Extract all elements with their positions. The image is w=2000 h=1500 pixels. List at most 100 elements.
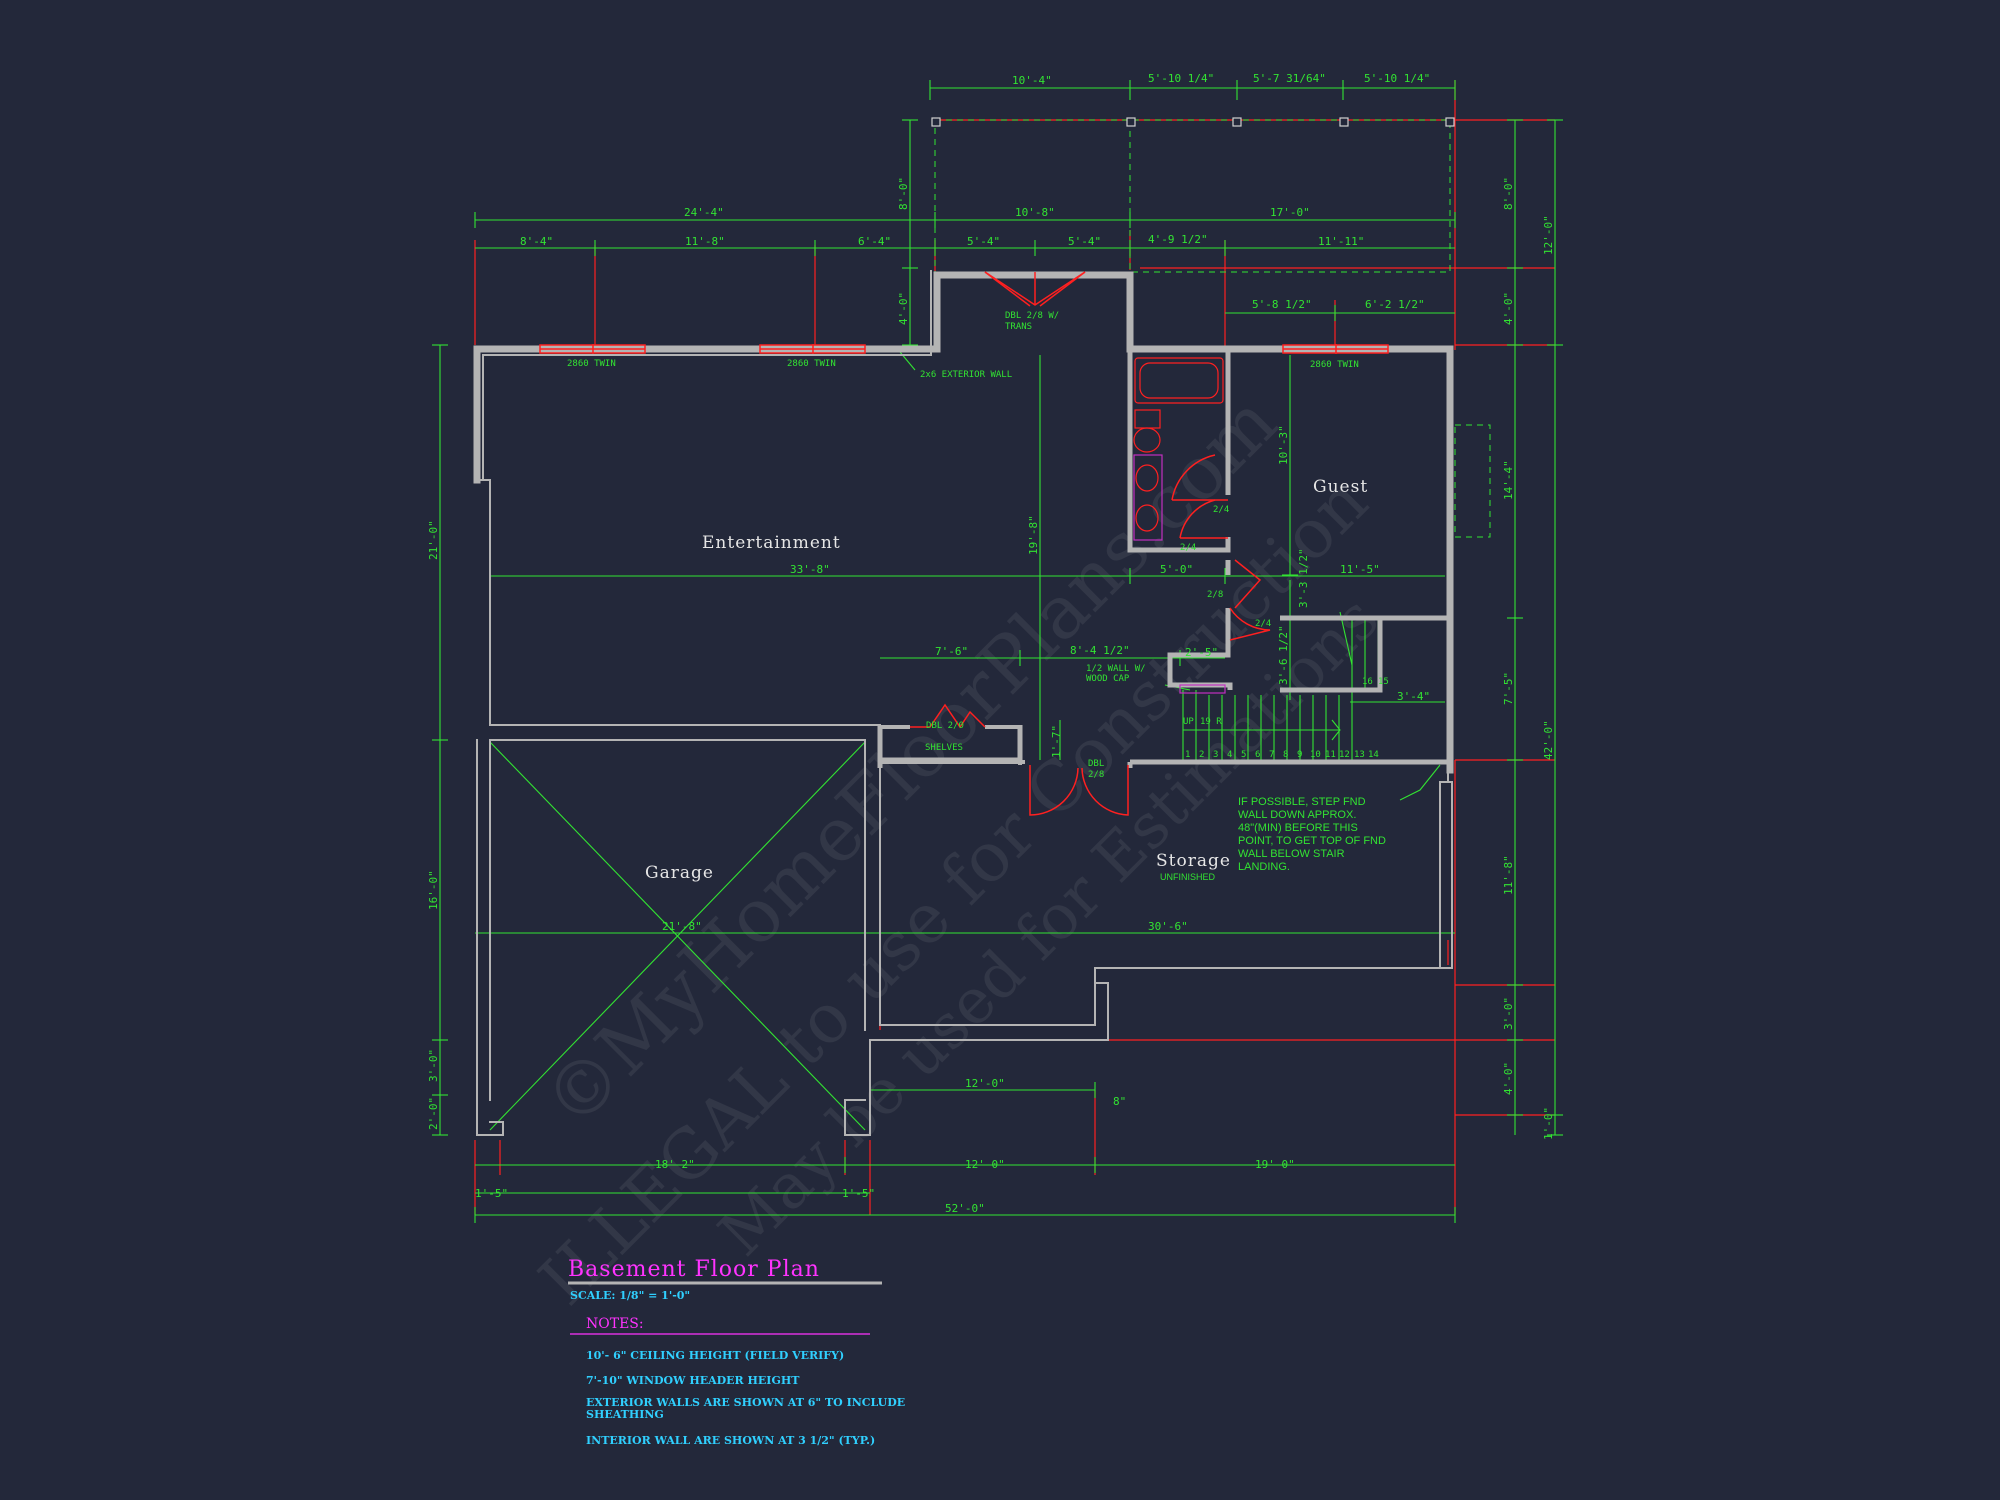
door-label-dbl-line2: 2/8 bbox=[1088, 770, 1104, 780]
dim-label: 4'-0" bbox=[1502, 1062, 1515, 1095]
note-item: 7'-10" WINDOW HEADER HEIGHT bbox=[586, 1374, 800, 1387]
room-label-garage: Garage bbox=[645, 863, 714, 883]
stair-numbers: 1 2 3 4 5 6 7 8 9 10 11 12 13 14 bbox=[1185, 750, 1379, 760]
dim-label: 19'-0" bbox=[1255, 1158, 1295, 1171]
plan-title: Basement Floor Plan bbox=[568, 1257, 820, 1282]
stair-up-label: UP bbox=[1183, 717, 1194, 727]
vanity bbox=[1133, 454, 1226, 694]
note-item: EXTERIOR WALLS ARE SHOWN AT 6" TO INCLUD… bbox=[586, 1396, 905, 1409]
dim-label: 11'-8" bbox=[685, 235, 725, 248]
stair-number: 13 bbox=[1354, 750, 1365, 760]
stair-number: 10 bbox=[1310, 750, 1321, 760]
dim-label: 5'-7 31/64" bbox=[1253, 72, 1326, 85]
plan-scale: SCALE: 1/8" = 1'-0" bbox=[570, 1289, 690, 1302]
note-line: LANDING. bbox=[1238, 861, 1290, 873]
door-label-24a: 2/4 bbox=[1213, 505, 1229, 515]
note-item: SHEATHING bbox=[586, 1408, 664, 1421]
watermark: ©MyHomeFloorPlans.com ILLEGAL to use for… bbox=[525, 379, 1393, 1321]
stair-number: 7 bbox=[1269, 750, 1274, 760]
door-label-dbl-line1: DBL bbox=[1088, 759, 1104, 769]
watermark-line-2: ILLEGAL to use for Construction bbox=[525, 462, 1383, 1320]
dim-label: 8'-0" bbox=[897, 177, 910, 210]
door-label-dbl-28-line2: TRANS bbox=[1005, 322, 1032, 332]
dim-label: 6'-2 1/2" bbox=[1365, 298, 1425, 311]
bathroom-fixtures bbox=[1133, 357, 1224, 532]
dim-label: 4'-0" bbox=[897, 292, 910, 325]
dim-label: 12'-0" bbox=[1542, 215, 1555, 255]
window-label-left: 2860 TWIN bbox=[567, 359, 616, 369]
room-label-entertainment: Entertainment bbox=[702, 533, 841, 553]
dim-label: 8" bbox=[1113, 1095, 1126, 1108]
dim-label: 11'-11" bbox=[1318, 235, 1364, 248]
dim-label: 12'-0" bbox=[965, 1077, 1005, 1090]
stair-number: 5 bbox=[1241, 750, 1246, 760]
dim-label: 7'-6" bbox=[935, 645, 968, 658]
storage-sublabel: UNFINISHED bbox=[1160, 872, 1216, 882]
dim-label: 8'-4" bbox=[520, 235, 553, 248]
dim-label: 7'-5" bbox=[1502, 672, 1515, 705]
dim-label: 21'-8" bbox=[662, 920, 702, 933]
room-label-guest: Guest bbox=[1313, 477, 1368, 497]
dim-label: 17'-0" bbox=[1270, 206, 1310, 219]
dim-label: 5'-10 1/4" bbox=[1364, 72, 1430, 85]
dim-label: 10'-3" bbox=[1277, 425, 1290, 465]
dim-label: 12'-0" bbox=[965, 1158, 1005, 1171]
exterior-wall-label: 2x6 EXTERIOR WALL bbox=[920, 370, 1012, 380]
note-item: INTERIOR WALL ARE SHOWN AT 3 1/2" (TYP.) bbox=[586, 1434, 875, 1447]
dim-label: 6'-4" bbox=[858, 235, 891, 248]
dim-label: 11'-5" bbox=[1340, 563, 1380, 576]
dim-label: 5'-10 1/4" bbox=[1148, 72, 1214, 85]
dim-label: 18'-2" bbox=[655, 1158, 695, 1171]
dim-label: 3'-3 1/2" bbox=[1297, 548, 1310, 608]
dim-label: 5'-4" bbox=[1068, 235, 1101, 248]
dim-label: 3'-4" bbox=[1397, 690, 1430, 703]
stair-number: 4 bbox=[1227, 750, 1232, 760]
note-line: WALL BELOW STAIR bbox=[1238, 848, 1345, 860]
door-label-24b: 2/4 bbox=[1180, 543, 1196, 553]
dim-label: 1'-7" bbox=[1050, 725, 1063, 758]
dim-label: 2'-0" bbox=[427, 1097, 440, 1130]
dim-label: 52'-0" bbox=[945, 1202, 985, 1215]
dim-label: 4'-9 1/2" bbox=[1148, 233, 1208, 246]
dim-label: 4'-0" bbox=[1502, 292, 1515, 325]
stair-risers-label: 19 R bbox=[1200, 717, 1222, 727]
notes-heading: NOTES: bbox=[586, 1316, 644, 1332]
stair-number-15: 15 bbox=[1378, 677, 1389, 687]
window-label-right: 2860 TWIN bbox=[1310, 360, 1359, 370]
dim-label: 33'-8" bbox=[790, 563, 830, 576]
dim-label: 42'-0" bbox=[1542, 720, 1555, 760]
stair-number: 6 bbox=[1255, 750, 1260, 760]
dim-label: 1'-0" bbox=[1542, 1107, 1555, 1140]
title-block: Basement Floor Plan SCALE: 1/8" = 1'-0" … bbox=[568, 1257, 905, 1447]
stair-number: 8 bbox=[1283, 750, 1288, 760]
dim-label: 8'-0" bbox=[1502, 177, 1515, 210]
stair-number: 12 bbox=[1339, 750, 1350, 760]
stair-number: 9 bbox=[1297, 750, 1302, 760]
stair-number: 1 bbox=[1185, 750, 1190, 760]
stair-number: 3 bbox=[1213, 750, 1218, 760]
windows bbox=[539, 344, 1389, 354]
door-label-dbl-20: DBL 2/0 bbox=[926, 721, 964, 731]
door-label-dbl-28-line1: DBL 2/8 W/ bbox=[1005, 311, 1059, 321]
dim-label: 21'-0" bbox=[427, 520, 440, 560]
note-item: 10'- 6" CEILING HEIGHT (FIELD VERIFY) bbox=[586, 1349, 844, 1362]
half-wall-label-line2: WOOD CAP bbox=[1086, 674, 1130, 684]
dim-label: 30'-6" bbox=[1148, 920, 1188, 933]
dim-label: 1'-5" bbox=[842, 1187, 875, 1200]
note-line: POINT, TO GET TOP OF FND bbox=[1238, 835, 1386, 847]
dim-label: 10'-8" bbox=[1015, 206, 1055, 219]
dim-label: 1'-5" bbox=[475, 1187, 508, 1200]
stair-number: 11 bbox=[1325, 750, 1336, 760]
note-line: IF POSSIBLE, STEP FND bbox=[1238, 796, 1366, 808]
dim-label: 5'-8 1/2" bbox=[1252, 298, 1312, 311]
step-foundation-note: IF POSSIBLE, STEP FND WALL DOWN APPROX. … bbox=[1238, 796, 1386, 873]
door-label-28: 2/8 bbox=[1207, 590, 1223, 600]
stair-number: 2 bbox=[1199, 750, 1204, 760]
door-label-24c: 2/4 bbox=[1255, 619, 1271, 629]
dim-label: 8'-4 1/2" bbox=[1070, 644, 1130, 657]
stair-number: 14 bbox=[1368, 750, 1379, 760]
dim-label: 16'-0" bbox=[427, 870, 440, 910]
dim-label: 19'-8" bbox=[1027, 515, 1040, 555]
stair-number-16: 16 bbox=[1362, 677, 1373, 687]
dim-label: 3'-6 1/2" bbox=[1277, 625, 1290, 685]
